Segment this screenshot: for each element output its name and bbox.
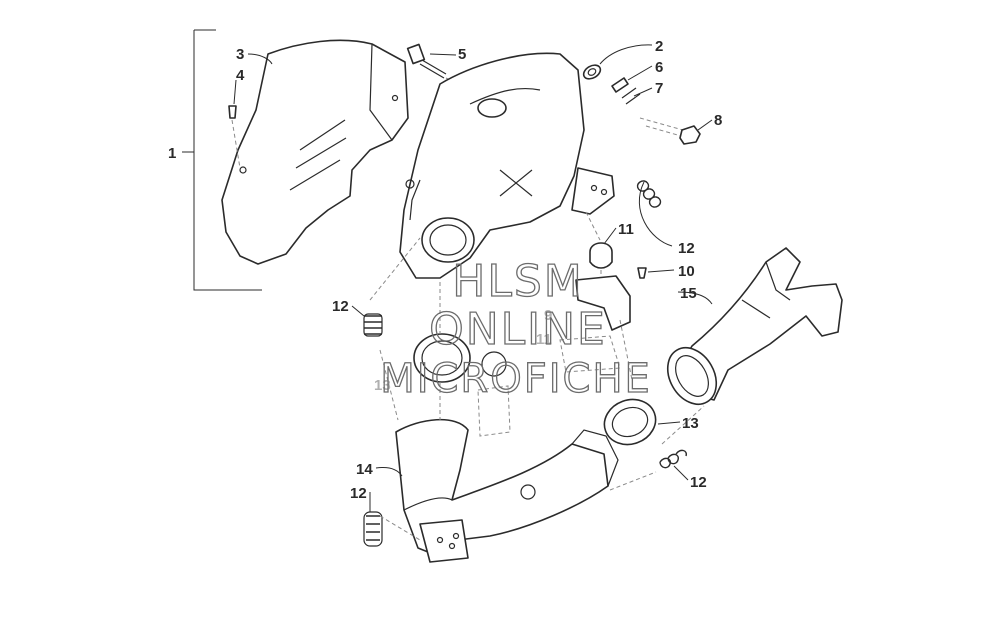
muffler-bracket <box>571 167 615 215</box>
callout-2: 2 <box>655 38 663 55</box>
watermark-line-1: HLSM <box>452 256 584 307</box>
callout-6: 6 <box>655 59 663 76</box>
washer-7 <box>621 87 641 105</box>
watermark-line-3: MICROFICHE <box>380 356 652 402</box>
muffler-body <box>399 52 585 279</box>
y-pipe <box>395 418 619 563</box>
callout-3: 3 <box>236 46 244 63</box>
callout-12-lower-right: 12 <box>690 474 707 491</box>
callout-13-right: 13 <box>682 415 699 432</box>
spring-12-upper-right <box>636 180 662 208</box>
nut-8 <box>639 117 701 145</box>
callout-11-lower: 11 <box>536 331 552 348</box>
callout-13-left: 13 <box>374 377 391 394</box>
callout-1: 1 <box>168 145 176 162</box>
callout-11-upper: 11 <box>618 221 634 238</box>
leader-lines <box>182 29 713 512</box>
callout-9: 9 <box>544 307 552 324</box>
callout-12-lower-left: 12 <box>350 485 367 502</box>
callout-10: 10 <box>678 263 695 280</box>
callout-14: 14 <box>356 461 373 478</box>
grommet-2 <box>582 64 602 80</box>
callout-labels: 1 2 3 4 5 6 7 8 9 10 11 11 12 12 12 12 1… <box>168 38 722 502</box>
screw-10 <box>637 267 647 279</box>
callout-12-upper-right: 12 <box>678 240 695 257</box>
callout-12-left: 12 <box>332 298 349 315</box>
assembly-lines <box>369 211 705 541</box>
rubber-mount-lower <box>477 335 621 437</box>
screw-4 <box>228 105 241 169</box>
callout-8: 8 <box>714 112 722 129</box>
callout-15: 15 <box>680 285 697 302</box>
watermark-line-2: ONLINE <box>429 304 607 355</box>
spring-12-lower-left <box>363 511 383 547</box>
spring-12-left <box>363 313 383 337</box>
callout-7: 7 <box>655 80 663 97</box>
spring-12-lower-right <box>659 449 688 469</box>
header-pipe <box>666 247 843 406</box>
bracket-9 <box>575 275 631 331</box>
callout-5: 5 <box>458 46 466 63</box>
watermark: HLSM ONLINE MICROFICHE <box>380 255 652 402</box>
heat-shield <box>221 39 409 265</box>
clip-6 <box>611 77 629 93</box>
seal-ring-right <box>603 398 657 446</box>
seal-ring-left <box>413 333 471 383</box>
callout-4: 4 <box>236 67 245 84</box>
